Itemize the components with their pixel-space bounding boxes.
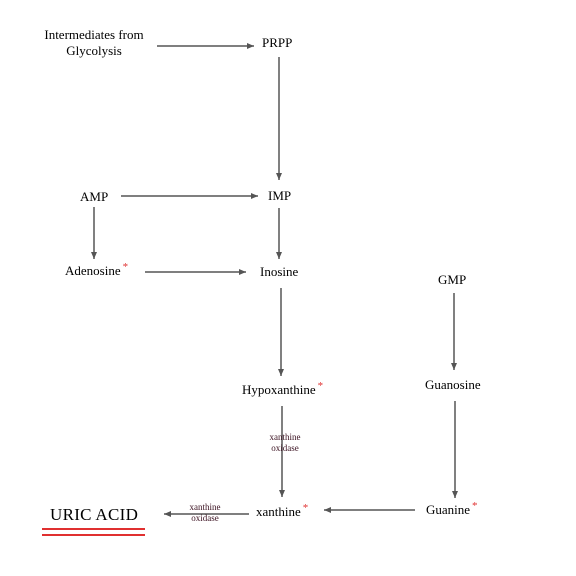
node-imp: IMP: [268, 188, 292, 203]
uric-acid-underline-bottom: [42, 534, 145, 536]
node-gmp: GMP: [438, 272, 467, 287]
node-inosine: Inosine: [260, 264, 299, 279]
node-xanthine: xanthine*: [256, 502, 309, 521]
enzyme-horizontal-line2: oxidase: [191, 513, 219, 523]
guanine-marker: *: [472, 500, 478, 512]
node-prpp: PRPP: [262, 35, 293, 50]
uric-acid-underline-top: [42, 528, 145, 530]
xanthine-marker: *: [302, 502, 309, 514]
node-uric-acid: URIC ACID: [50, 505, 139, 524]
node-xanthine-label: xanthine: [256, 504, 301, 519]
node-intermediates-from-glycolysis: Intermediates from Glycolysis: [44, 27, 144, 58]
node-hypoxanthine-label: Hypoxanthine: [242, 382, 316, 397]
node-guanine: Guanine*: [426, 500, 478, 519]
node-adenosine: Adenosine*: [65, 261, 129, 280]
enzyme-label-vertical: xanthine oxidase: [256, 432, 314, 454]
node-guanine-label: Guanine: [426, 502, 471, 517]
enzyme-vertical-line1: xanthine: [269, 432, 301, 442]
adenosine-marker: *: [122, 261, 129, 273]
enzyme-vertical-line2: oxidase: [271, 443, 299, 453]
node-hypoxanthine: Hypoxanthine*: [242, 380, 324, 399]
hypoxanthine-marker: *: [317, 380, 324, 392]
node-amp: AMP: [80, 189, 109, 204]
node-adenosine-label: Adenosine: [65, 263, 121, 278]
enzyme-horizontal-line1: xanthine: [189, 502, 221, 512]
enzyme-label-horizontal: xanthine oxidase: [174, 502, 236, 524]
node-guanosine: Guanosine: [425, 377, 481, 392]
